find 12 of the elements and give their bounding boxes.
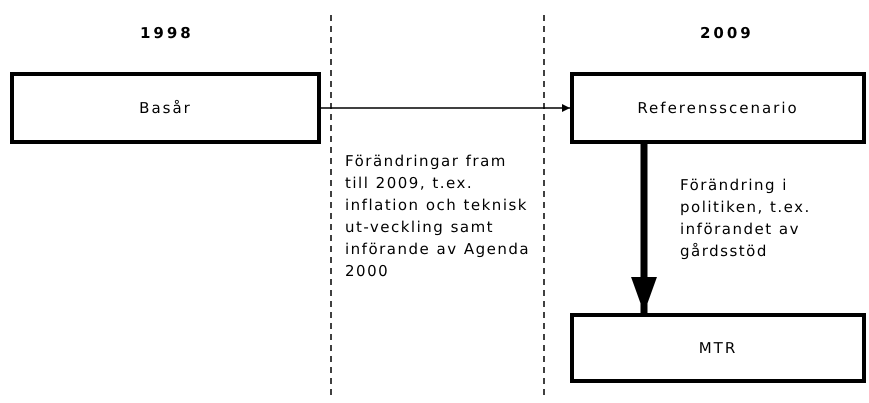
note-text: Förändringar fram till 2009, t.ex. inflation och teknisk ut-veckling samt införande av Agenda 2000 [345, 151, 532, 282]
box-label: Referensscenario [637, 99, 799, 117]
process-box [570, 72, 866, 144]
process-box [570, 313, 866, 383]
box-label: MTR [698, 339, 738, 357]
year-label: 2009 [700, 23, 755, 44]
arrow [631, 144, 657, 313]
arrow [321, 104, 570, 112]
note-text: Förändring i politiken, t.ex. införandet av gårdsstöd [680, 175, 812, 262]
process-box [10, 72, 321, 144]
year-label: 1998 [140, 23, 195, 44]
box-label: Basår [139, 99, 192, 117]
